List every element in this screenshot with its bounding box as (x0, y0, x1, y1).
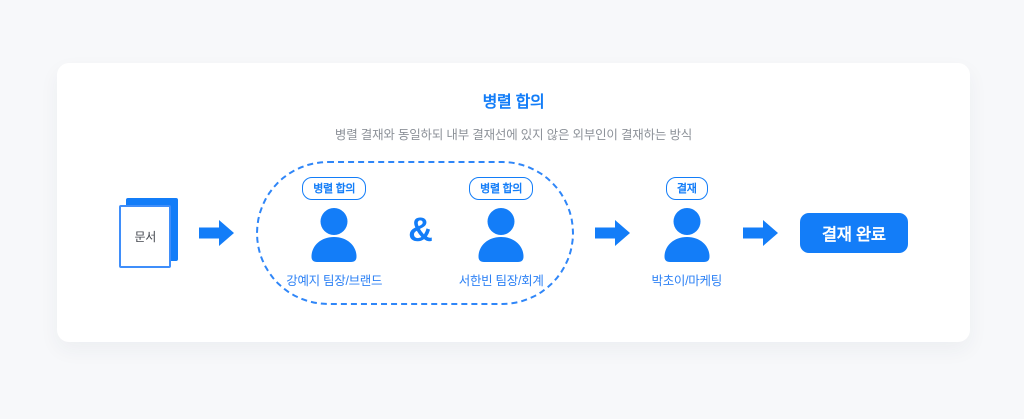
page-title: 병렬 합의 (482, 94, 545, 111)
final-approver-name: 박초이/마케팅 (651, 274, 723, 288)
approval-complete-label: 결재 완료 (821, 226, 886, 244)
person-icon (664, 208, 710, 262)
and-connector: & (408, 211, 433, 249)
arrow-right-icon (742, 220, 778, 246)
page-subtitle: 병렬 결재와 동일하되 내부 결재선에 있지 않은 외부인이 결재하는 방식 (334, 128, 693, 142)
workflow-card: 병렬 합의 병렬 결재와 동일하되 내부 결재선에 있지 않은 외부인이 결재하… (57, 63, 970, 342)
approver-badge: 병렬 합의 (302, 177, 367, 200)
workflow-flow-row: 문서 병렬 합의 강예지 팀장/브랜드 & (57, 161, 970, 305)
approval-complete-node: 결재 완료 (799, 213, 908, 253)
approver-block-1: 병렬 합의 강예지 팀장/브랜드 (286, 177, 383, 289)
parallel-approval-group: 병렬 합의 강예지 팀장/브랜드 & 병렬 합의 서한빈 팀장/회계 (256, 161, 574, 305)
person-icon (311, 208, 357, 262)
arrow-right-icon (594, 220, 630, 246)
approver-block-2: 병렬 합의 서한빈 팀장/회계 (459, 177, 544, 289)
document-front-page: 문서 (119, 205, 172, 268)
document-icon: 문서 (119, 198, 179, 268)
approver-name: 강예지 팀장/브랜드 (286, 274, 383, 288)
document-label: 문서 (134, 230, 157, 244)
approver-name: 서한빈 팀장/회계 (458, 274, 544, 288)
final-approver-block: 결재 박초이/마케팅 (652, 177, 722, 289)
final-approver-badge: 결재 (665, 177, 708, 200)
approver-badge: 병렬 합의 (469, 177, 534, 200)
arrow-right-icon (199, 220, 235, 246)
person-icon (478, 208, 524, 262)
